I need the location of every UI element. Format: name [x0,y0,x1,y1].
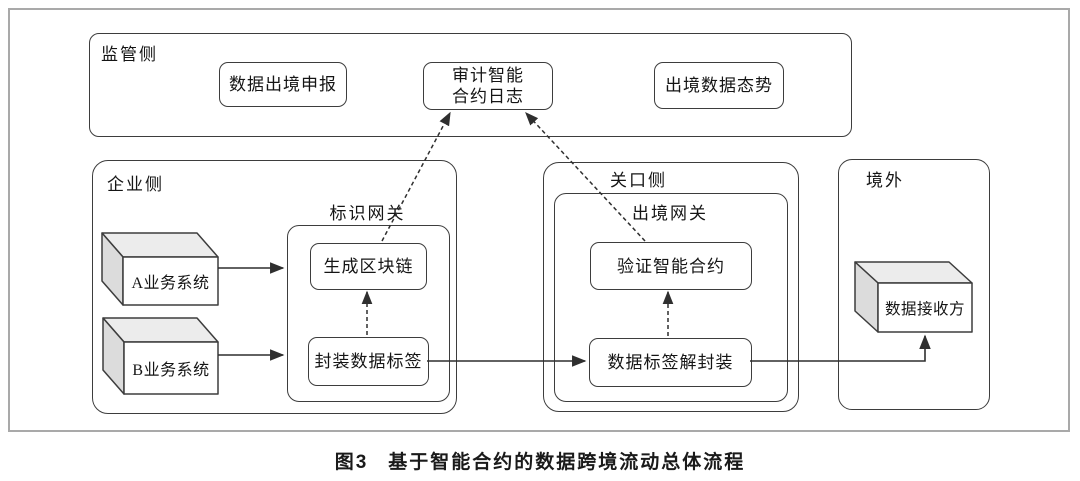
figure-caption: 图3 基于智能合约的数据跨境流动总体流程 [0,447,1080,474]
node-pack-data-label: 封装数据标签 [308,337,429,386]
node-verify-smart-contract-label: 验证智能合约 [617,256,725,276]
region-label-enterprise: 企业侧 [107,175,164,194]
node-export-data-situation-label: 出境数据态势 [665,76,773,95]
region-label-overseas: 境外 [866,171,904,190]
label-id-gateway: 标识网关 [329,204,406,223]
node-unpack-data-label-text: 数据标签解封装 [607,353,734,372]
node-generate-blockchain: 生成区块链 [310,243,427,290]
node-audit-log-line2: 合约日志 [452,87,524,106]
label-export-gateway: 出境网关 [632,204,708,223]
node-audit-log-line1: 审计智能 [452,66,524,85]
node-data-export-declaration-label: 数据出境申报 [229,75,337,94]
region-label-regulator: 监管侧 [101,45,158,64]
node-verify-smart-contract: 验证智能合约 [590,242,752,290]
cuboid-label-data-receiver: 数据接收方 [884,300,965,318]
cuboid-label-system-b: B业务系统 [132,362,210,379]
cuboid-label-system-a: A业务系统 [131,275,210,292]
node-data-export-declaration: 数据出境申报 [219,62,347,107]
node-generate-blockchain-label: 生成区块链 [323,257,414,276]
node-pack-data-label-text: 封装数据标签 [314,352,423,371]
figure-caption-title: 基于智能合约的数据跨境流动总体流程 [388,452,746,473]
node-audit-smart-contract-log: 审计智能 合约日志 [423,62,553,110]
node-unpack-data-label: 数据标签解封装 [589,338,752,387]
figure-caption-number: 图3 [334,452,369,473]
node-export-data-situation: 出境数据态势 [654,62,784,109]
region-label-border-side: 关口侧 [610,171,667,190]
